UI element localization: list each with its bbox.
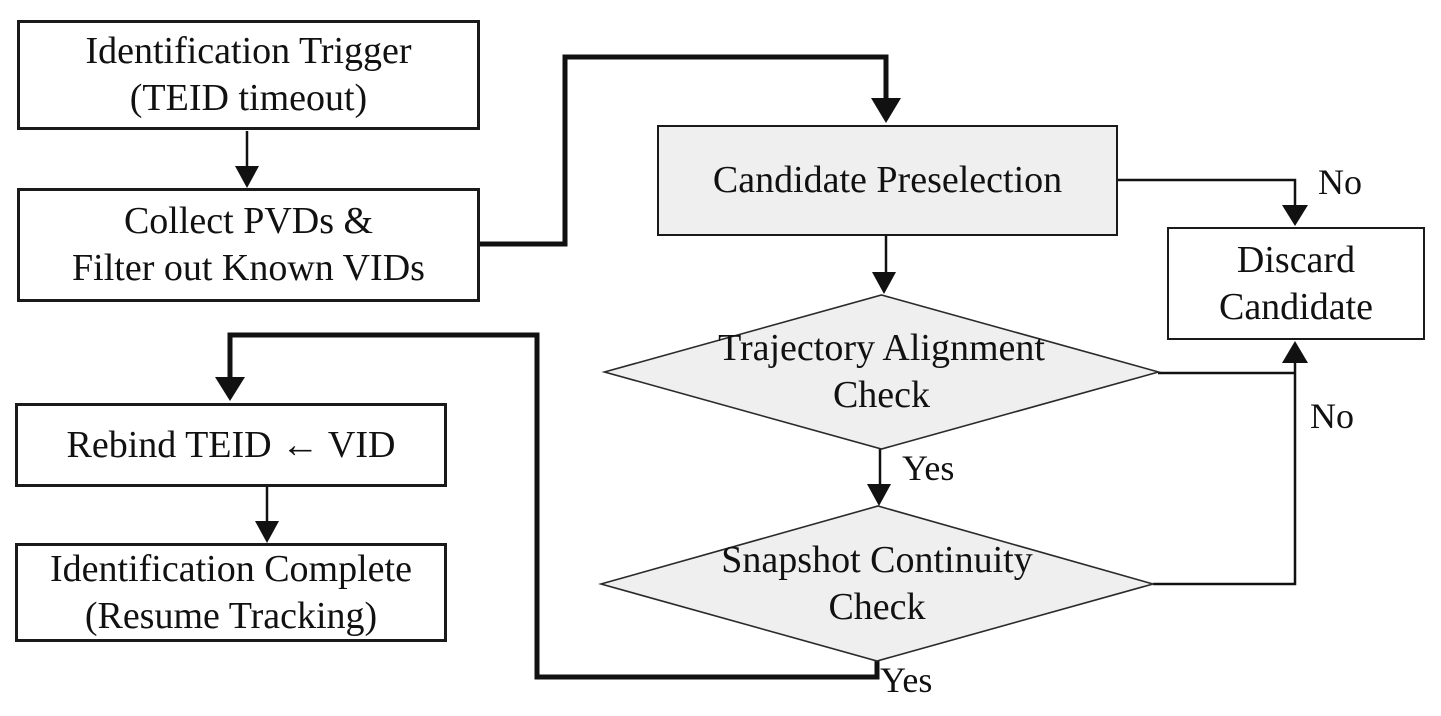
node-collect-filter-line1: Collect PVDs & <box>123 200 374 242</box>
arrowhead-collect-to-candidate <box>871 98 901 123</box>
node-identification-trigger-line2: (TEID timeout) <box>129 77 368 119</box>
node-identification-complete-line1: Identification Complete <box>50 547 412 590</box>
node-identification-complete: Identification Complete (Resume Tracking… <box>15 543 447 642</box>
node-discard-candidate-line2: Candidate <box>1218 285 1374 328</box>
node-candidate-preselection-label: Candidate Preselection <box>712 159 1063 201</box>
node-discard-candidate: Discard Candidate <box>1167 227 1425 340</box>
arrowhead-candidate-to-discard <box>1282 205 1308 226</box>
edge-snapshot-to-rebind <box>227 332 880 680</box>
node-collect-filter: Collect PVDs & Filter out Known VIDs <box>17 188 480 302</box>
arrowhead-checks-to-discard <box>1282 341 1308 363</box>
node-rebind-teid-vid-label: Rebind TEID ← VID <box>66 423 396 466</box>
node-identification-trigger: Identification Trigger (TEID timeout) <box>17 20 480 130</box>
edge-label-yes-trajectory: Yes <box>902 448 955 488</box>
edge-checks-to-discard <box>1153 362 1297 586</box>
edge-label-no-candidate: No <box>1318 162 1362 202</box>
node-collect-filter-line2: Filter out Known VIDs <box>72 247 425 289</box>
edge-candidate-to-discard <box>1118 178 1297 206</box>
edge-label-no-checks: No <box>1310 396 1354 436</box>
node-rebind-teid-vid: Rebind TEID ← VID <box>15 403 447 487</box>
node-identification-trigger-line1: Identification Trigger <box>85 30 412 72</box>
arrowhead-rebind-to-complete <box>255 521 279 543</box>
edge-collect-to-candidate <box>480 54 889 247</box>
node-identification-complete-line2: (Resume Tracking) <box>84 594 378 637</box>
node-discard-candidate-line1: Discard <box>1236 238 1356 281</box>
node-candidate-preselection: Candidate Preselection <box>657 125 1118 236</box>
decision-trajectory-alignment-check <box>601 294 1162 450</box>
arrowhead-trajectory-to-snapshot <box>867 484 891 506</box>
arrowhead-snapshot-to-rebind <box>215 377 245 401</box>
arrowhead-trigger-to-collect <box>235 166 259 188</box>
edge-label-yes-snapshot: Yes <box>880 660 933 700</box>
decision-snapshot-continuity-check <box>598 505 1156 662</box>
arrowhead-candidate-to-trajectory <box>872 272 896 294</box>
